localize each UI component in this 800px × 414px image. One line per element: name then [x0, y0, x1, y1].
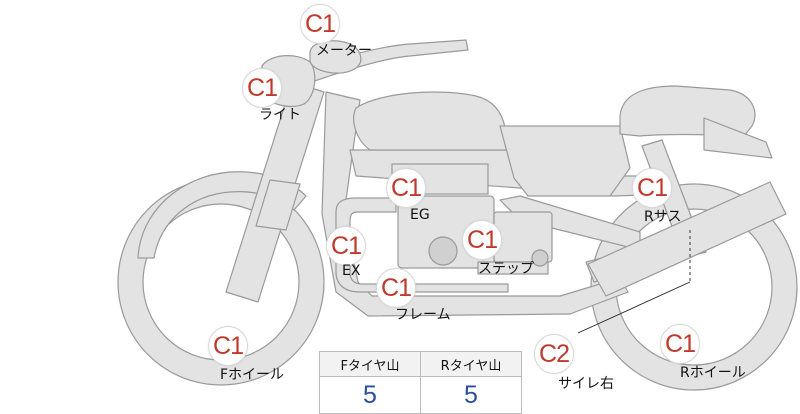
rear-wheel-label: Rホイール — [680, 365, 746, 381]
muffler-leader-line — [577, 281, 691, 334]
engine-label: EG — [410, 207, 430, 223]
front-wheel-callout-badge: C1 — [208, 326, 248, 366]
muffler-shape — [587, 181, 787, 297]
table-header-row: Fタイヤ山 Rタイヤ山 — [319, 351, 522, 377]
rear-wheel-callout-badge: C1 — [660, 324, 700, 364]
seat-shape — [619, 85, 756, 137]
step-callout-badge: C1 — [462, 220, 502, 260]
rear-suspension-label: Rサス — [644, 209, 682, 225]
light-callout-badge: C1 — [242, 68, 282, 108]
fuel-tank-shape — [353, 91, 507, 151]
engine-callout-badge: C1 — [386, 168, 426, 208]
frame-callout-badge: C1 — [376, 268, 416, 308]
rear-tire-value: 5 — [420, 376, 522, 414]
muffler-right-label: サイレ右 — [558, 376, 614, 392]
rear-tire-header: Rタイヤ山 — [420, 351, 522, 377]
meter-callout-badge: C1 — [300, 4, 340, 44]
tire-tread-table: Fタイヤ山 Rタイヤ山 5 5 — [319, 351, 522, 414]
meter-label: メーター — [316, 43, 372, 59]
exhaust-callout-badge: C1 — [326, 226, 366, 266]
front-wheel-label: Fホイール — [220, 367, 285, 383]
light-label: ライト — [259, 107, 301, 123]
table-row: 5 5 — [319, 376, 522, 414]
step-shape — [477, 261, 549, 275]
front-tire-header: Fタイヤ山 — [319, 351, 421, 377]
step-label: ステップ — [478, 261, 534, 277]
front-tire-value: 5 — [319, 376, 421, 414]
exhaust-pipe-shape — [335, 197, 509, 293]
rear-suspension-callout-badge: C1 — [632, 168, 672, 208]
muffler-callout-badge: C2 — [534, 334, 574, 374]
exhaust-label: EX — [342, 263, 361, 279]
frame-label: フレーム — [395, 307, 451, 323]
